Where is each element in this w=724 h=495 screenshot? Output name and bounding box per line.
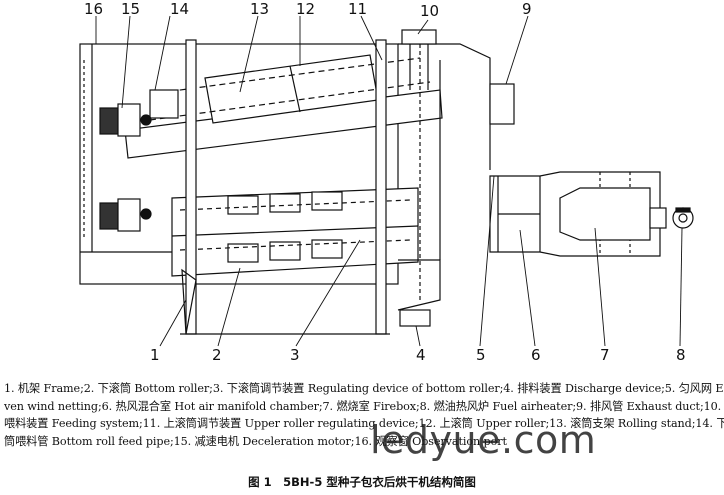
legend-line: 筒喂料管 Bottom roll feed pipe;15. 减速电机 Dece… bbox=[4, 434, 507, 448]
upper-roller bbox=[124, 54, 443, 159]
part-number-5: 5 bbox=[476, 346, 486, 364]
hot-air-housing bbox=[397, 29, 491, 327]
part-number-12: 12 bbox=[296, 0, 315, 18]
part-number-11: 11 bbox=[348, 0, 367, 18]
deceleration-motors bbox=[99, 103, 152, 232]
parts-legend: 1. 机架 Frame;2. 下滚筒 Bottom roller;3. 下滚筒调… bbox=[4, 380, 724, 450]
legend-line: 喂料装置 Feeding system;11. 上滚筒调节装置 Upper ro… bbox=[4, 417, 724, 430]
part-number-4: 4 bbox=[416, 346, 426, 364]
part-number-16: 16 bbox=[84, 0, 103, 18]
frame-cabinet bbox=[79, 43, 399, 285]
part-number-10: 10 bbox=[420, 2, 439, 20]
legend-line: 1. 机架 Frame;2. 下滚筒 Bottom roller;3. 下滚筒调… bbox=[4, 382, 724, 395]
part-number-2: 2 bbox=[212, 346, 222, 364]
part-number-1: 1 bbox=[150, 346, 160, 364]
exhaust-duct bbox=[489, 83, 515, 125]
figure-title: 图 1 5BH-5 型种子包衣后烘干机结构简图 bbox=[248, 475, 476, 489]
part-number-13: 13 bbox=[250, 0, 269, 18]
watermark: ledyue.com bbox=[370, 418, 597, 462]
part-number-7: 7 bbox=[600, 346, 610, 364]
fuel-airheater bbox=[649, 207, 694, 229]
bottom-roller bbox=[171, 187, 419, 277]
legend-line: ven wind netting;6. 热风混合室 Hot air manifo… bbox=[4, 399, 722, 413]
part-number-6: 6 bbox=[531, 346, 541, 364]
part-number-labels: 16 15 14 13 12 11 10 9 1 2 3 4 5 6 7 8 bbox=[84, 0, 686, 364]
part-number-8: 8 bbox=[676, 346, 686, 364]
firebox bbox=[559, 187, 651, 241]
part-number-3: 3 bbox=[290, 346, 300, 364]
part-number-15: 15 bbox=[121, 0, 140, 18]
part-number-9: 9 bbox=[522, 0, 532, 18]
part-number-14: 14 bbox=[170, 0, 189, 18]
